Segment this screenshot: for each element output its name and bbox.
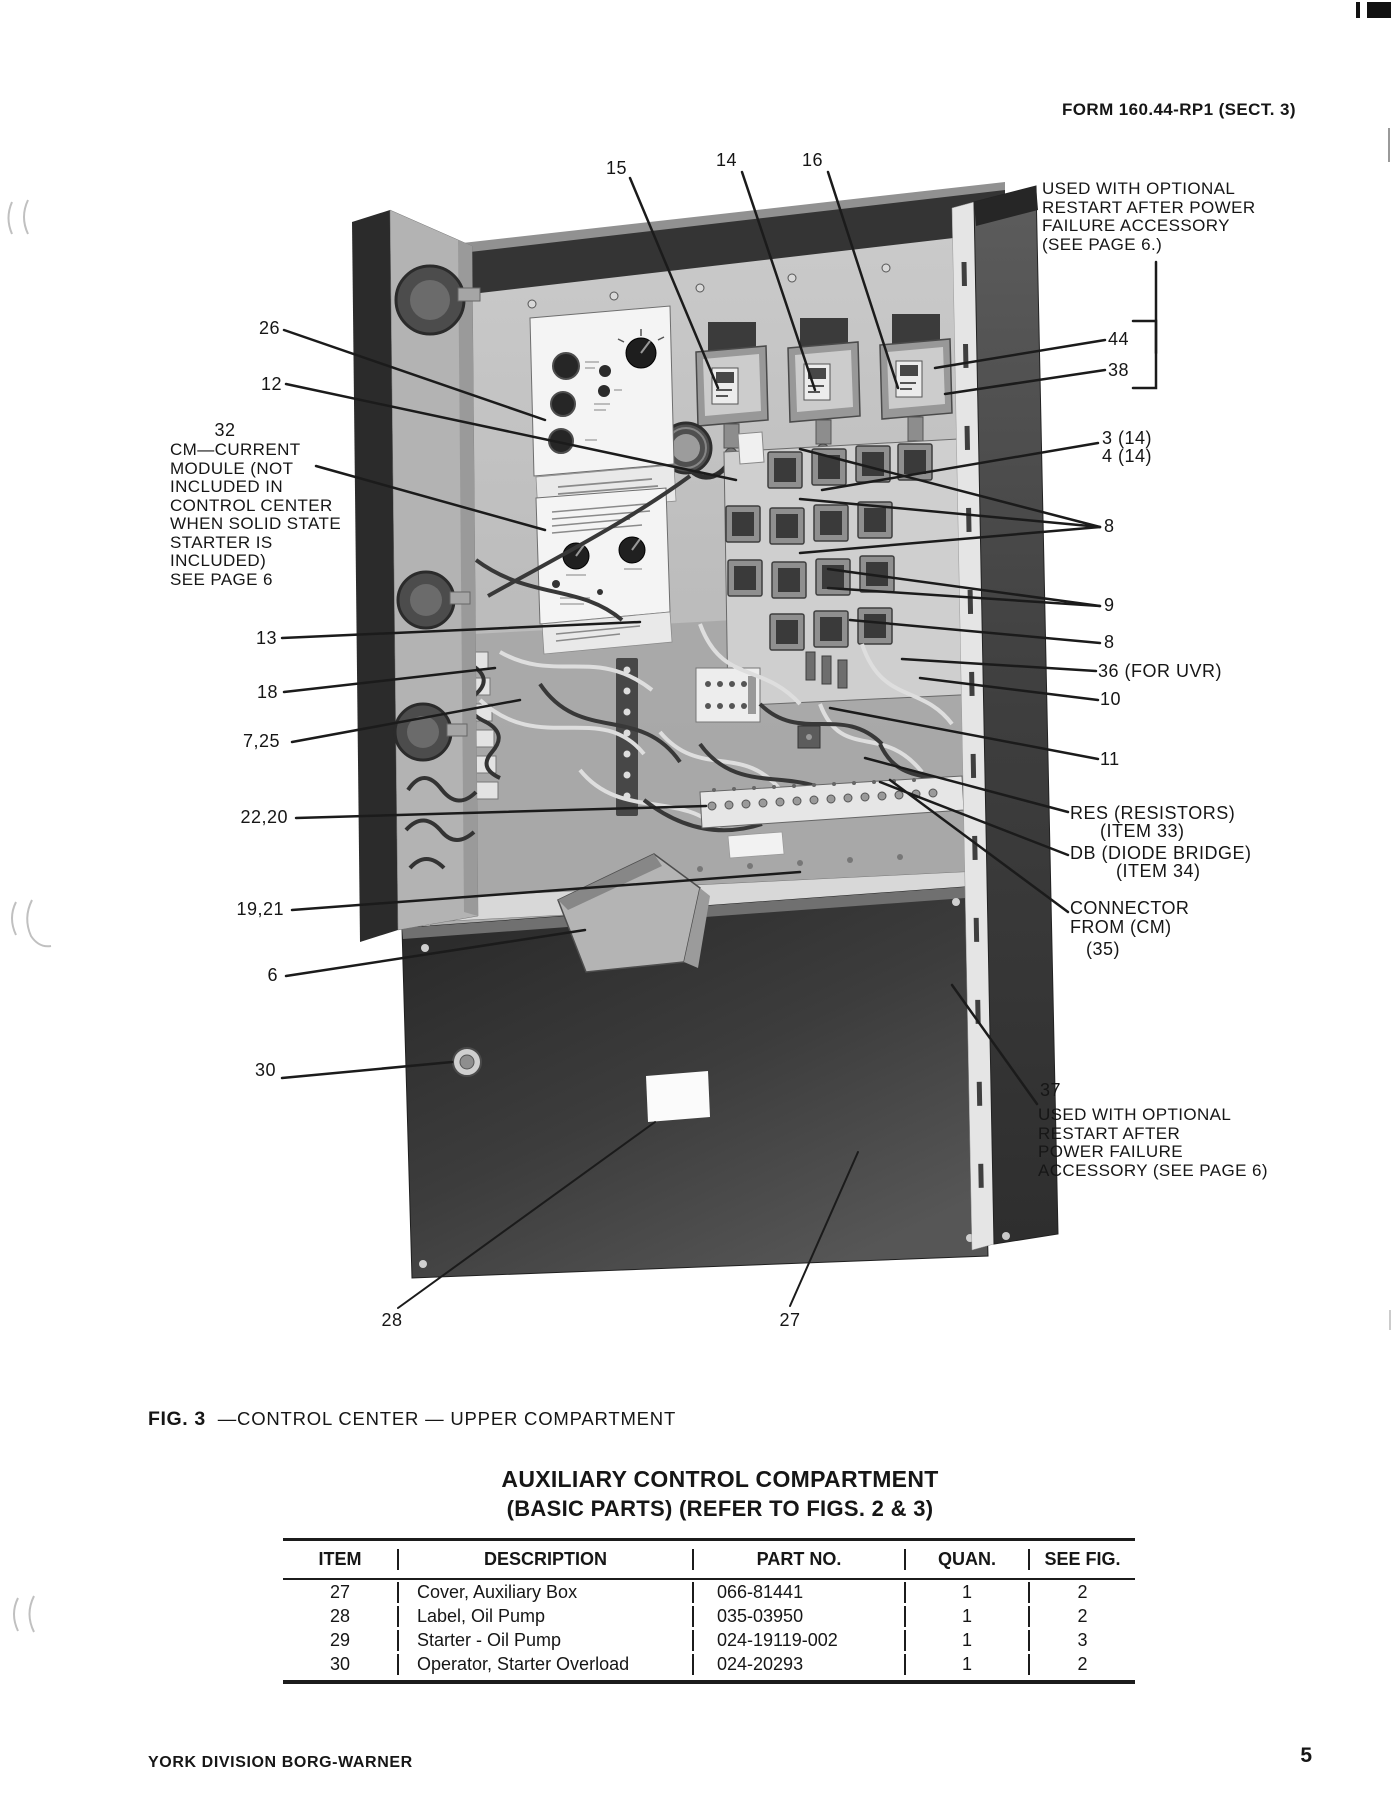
table-row: 28 Label, Oil Pump 035-03950 1 2 bbox=[283, 1604, 1135, 1628]
diode-bridge-item-34 bbox=[797, 725, 821, 749]
callout-res-label: RES (RESISTORS) bbox=[1070, 803, 1236, 823]
figure-caption-number: FIG. 3 bbox=[148, 1408, 206, 1430]
left-door bbox=[352, 209, 481, 942]
table-row: 29 Starter - Oil Pump 024-19119-002 1 3 bbox=[283, 1628, 1135, 1652]
callout-6: 6 bbox=[267, 965, 278, 985]
table-row: 27 Cover, Auxiliary Box 066-81441 1 2 bbox=[283, 1580, 1135, 1604]
form-number: FORM 160.44-RP1 (SECT. 3) bbox=[1062, 100, 1296, 119]
upper-control-module bbox=[529, 305, 677, 514]
callout-28: 28 bbox=[381, 1310, 403, 1330]
scan-artifact-marks bbox=[7, 199, 52, 1633]
callout-8-upper: 8 bbox=[1104, 516, 1115, 536]
callout-37: 37 bbox=[1040, 1080, 1062, 1100]
right-door bbox=[951, 185, 1059, 1251]
callout-27: 27 bbox=[779, 1310, 801, 1330]
table-header-row: ITEM DESCRIPTION PART NO. QUAN. SEE FIG. bbox=[283, 1541, 1135, 1580]
callout-38: 38 bbox=[1108, 360, 1130, 380]
callout-22-20: 22,20 bbox=[240, 807, 288, 827]
table-row: 30 Operator, Starter Overload 024-20293 … bbox=[283, 1652, 1135, 1680]
callout-30: 30 bbox=[254, 1060, 276, 1080]
callout-13: 13 bbox=[255, 628, 277, 648]
oil-pump-label-item-28 bbox=[646, 1071, 710, 1122]
col-header-item: ITEM bbox=[318, 1549, 362, 1569]
callout-3-14: 3 (14) bbox=[1102, 428, 1153, 448]
cm-current-module bbox=[535, 487, 673, 655]
edge-tick bbox=[1388, 128, 1390, 162]
corner-print-mark bbox=[1356, 2, 1393, 18]
callout-7-25: 7,25 bbox=[242, 731, 280, 751]
figure-caption: FIG. 3 —CONTROL CENTER — UPPER COMPARTME… bbox=[148, 1408, 676, 1431]
callout-connector-item: (35) bbox=[1086, 939, 1121, 959]
edge-tick bbox=[1389, 1310, 1391, 1330]
col-header-part-no: PART NO. bbox=[692, 1549, 904, 1570]
page-number: 5 bbox=[1300, 1744, 1312, 1767]
callout-db-label: DB (DIODE BRIDGE) bbox=[1070, 843, 1252, 863]
auxiliary-bracket-item-6 bbox=[557, 853, 710, 973]
callout-26: 26 bbox=[258, 318, 280, 338]
pressure-switch-15 bbox=[695, 345, 769, 461]
control-relays bbox=[725, 443, 933, 651]
callout-11: 11 bbox=[1100, 749, 1120, 769]
page-footer: YORK DIVISION BORG-WARNER bbox=[148, 1754, 413, 1771]
restart-accessory-note-bottom: USED WITH OPTIONAL RESTART AFTER POWER F… bbox=[1038, 1105, 1268, 1180]
callout-4-14: 4 (14) bbox=[1102, 446, 1153, 466]
callout-8-lower: 8 bbox=[1104, 632, 1115, 652]
col-header-quan: QUAN. bbox=[904, 1549, 1028, 1570]
callout-res-item: (ITEM 33) bbox=[1100, 821, 1185, 841]
callout-14: 14 bbox=[716, 150, 738, 170]
callout-10: 10 bbox=[1100, 689, 1122, 709]
callout-16: 16 bbox=[802, 150, 824, 170]
callout-32: 32 bbox=[214, 420, 236, 440]
callout-db-item: (ITEM 34) bbox=[1116, 861, 1201, 881]
col-header-description: DESCRIPTION bbox=[397, 1549, 692, 1570]
parts-table: ITEM DESCRIPTION PART NO. QUAN. SEE FIG.… bbox=[283, 1538, 1135, 1684]
callout-19-21: 19,21 bbox=[236, 899, 284, 919]
callout-15: 15 bbox=[606, 158, 628, 178]
resistors-item-33 bbox=[805, 651, 848, 689]
callout-36-uvr: 36 (FOR UVR) bbox=[1098, 661, 1223, 681]
callout-18: 18 bbox=[256, 682, 278, 702]
table-subtitle: (BASIC PARTS) (REFER TO FIGS. 2 & 3) bbox=[506, 1496, 934, 1521]
table-title: AUXILIARY CONTROL COMPARTMENT bbox=[501, 1466, 939, 1492]
current-transformers bbox=[393, 264, 481, 762]
cm-module-note: CM—CURRENT MODULE (NOT INCLUDED IN CONTR… bbox=[170, 440, 342, 589]
leader-lines bbox=[280, 170, 1158, 1309]
callout-connector: CONNECTOR FROM (CM) bbox=[1070, 898, 1190, 937]
callout-9: 9 bbox=[1104, 595, 1115, 615]
restart-accessory-note-top: USED WITH OPTIONAL RESTART AFTER POWER F… bbox=[1042, 179, 1256, 254]
callout-44: 44 bbox=[1108, 329, 1130, 349]
pressure-switch-16 bbox=[879, 338, 953, 454]
col-header-see-fig: SEE FIG. bbox=[1028, 1549, 1135, 1570]
figure-caption-title: —CONTROL CENTER — UPPER COMPARTMENT bbox=[217, 1408, 677, 1429]
callout-12: 12 bbox=[260, 374, 282, 394]
